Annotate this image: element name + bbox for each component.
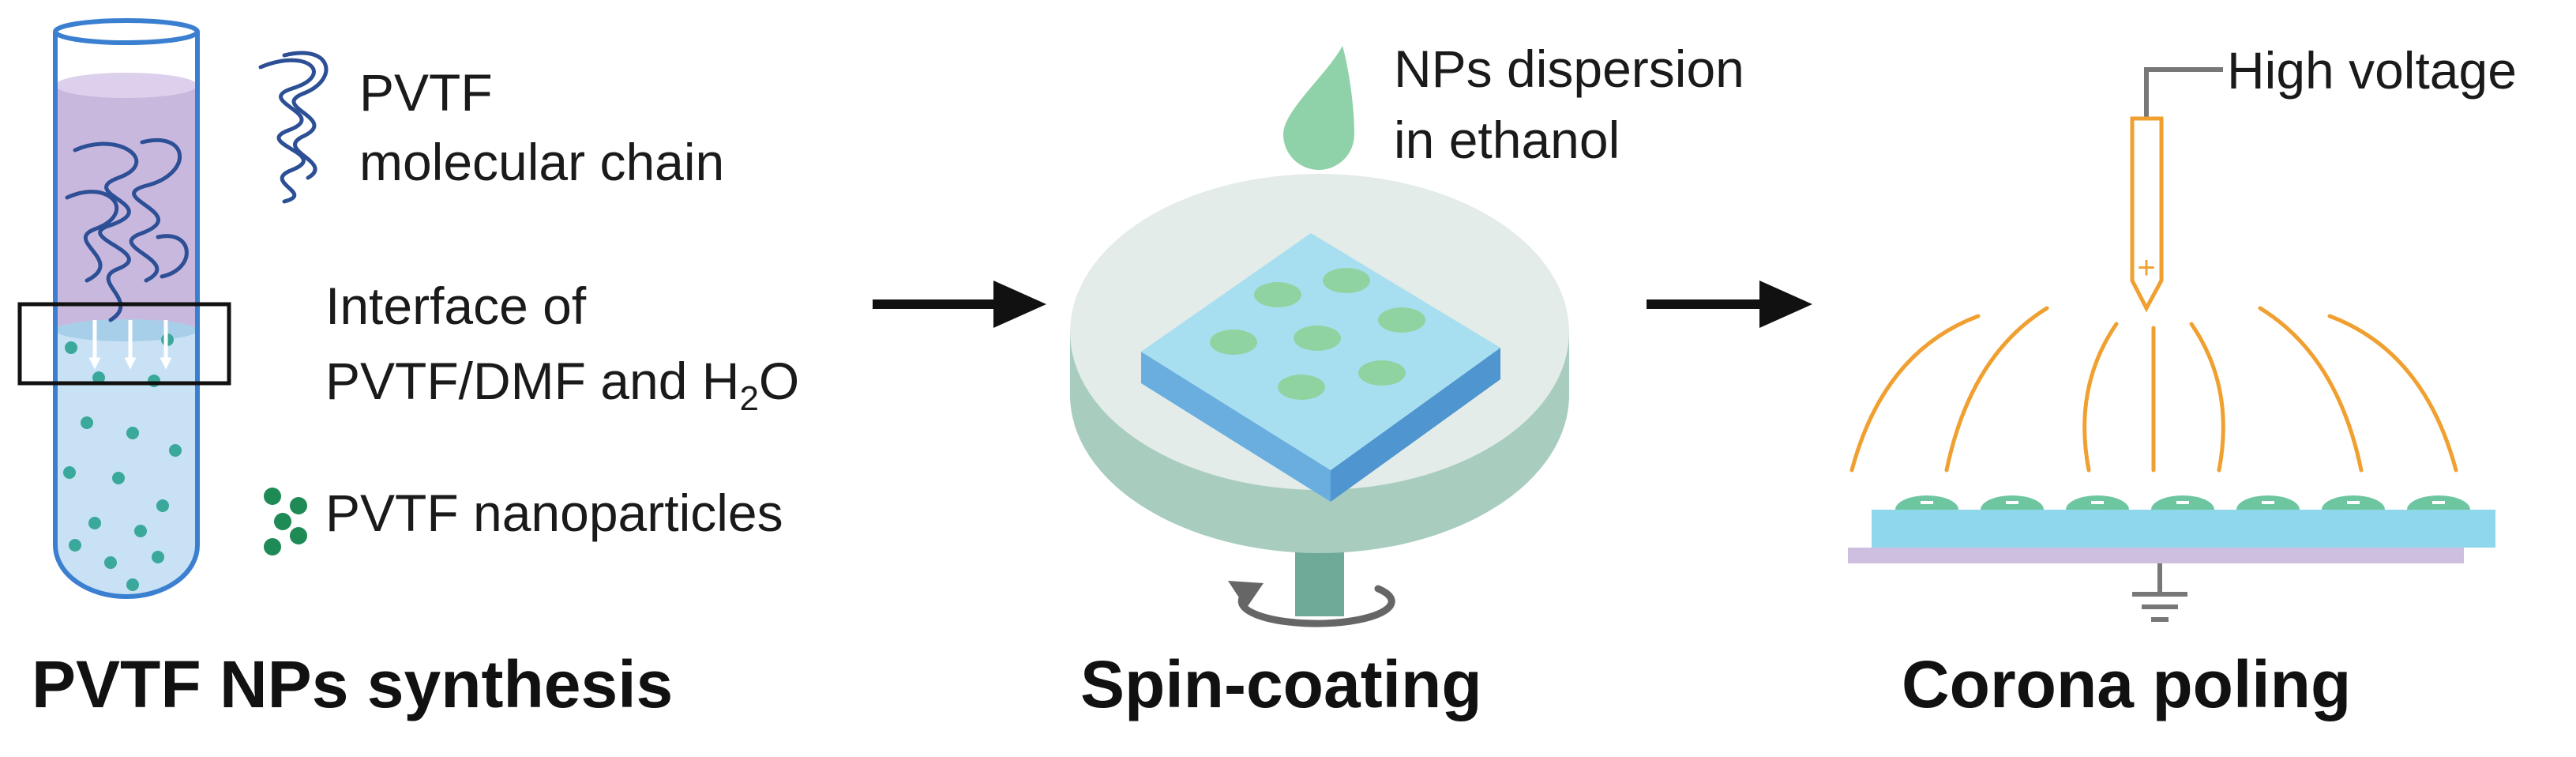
droplet-label-line1: NPs dispersion xyxy=(1394,40,1744,98)
interface-label-line2: PVTF/DMF and H2O xyxy=(325,352,799,418)
interface-label-line1: Interface of xyxy=(325,277,587,335)
coated-nanoparticles xyxy=(1210,268,1425,400)
electrode-wire xyxy=(2144,67,2223,119)
panel-synthesis: PVTF molecular chain Interface of PVTF/D… xyxy=(17,18,799,721)
chain-legend-line1: PVTF xyxy=(359,63,493,122)
step-arrow-1 xyxy=(873,281,1046,328)
corona-poling-title: Corona poling xyxy=(1902,647,2351,721)
diffusion-arrows xyxy=(88,320,172,370)
interface-label-subscript: 2 xyxy=(739,379,758,418)
step-arrow-2 xyxy=(1647,281,1812,328)
nanoparticle-cluster-icon xyxy=(264,488,307,556)
panel-spin-coating: NPs dispersion in ethanol xyxy=(1070,40,1744,721)
electrode-needle-icon xyxy=(2130,116,2164,313)
nanoparticle-legend: PVTF nanoparticles xyxy=(325,484,783,542)
ground-symbol-icon xyxy=(2132,563,2187,622)
interface-label-main: PVTF/DMF and H xyxy=(325,352,739,410)
polymer-chains-in-tube xyxy=(65,138,189,322)
high-voltage-label: High voltage xyxy=(2227,41,2517,100)
test-tube-icon xyxy=(53,18,200,599)
interface-highlight-box xyxy=(17,302,231,386)
synthesis-title: PVTF NPs synthesis xyxy=(32,647,673,721)
chain-legend-line2: molecular chain xyxy=(359,133,724,191)
nanoparticles-in-tube xyxy=(63,333,182,591)
electrode-sign: + xyxy=(2137,250,2155,285)
spin-coater xyxy=(1070,174,1569,627)
interface-label-suffix: O xyxy=(759,352,799,410)
droplet-label-line2: in ethanol xyxy=(1394,111,1620,169)
poling-film xyxy=(1872,510,2495,548)
substrate-side-left xyxy=(1141,352,1331,502)
substrate-top xyxy=(1141,233,1500,470)
corona-field-lines xyxy=(1849,306,2458,473)
polymer-chain-icon xyxy=(258,51,329,204)
poling-base xyxy=(1848,548,2464,563)
spin-coating-title: Spin-coating xyxy=(1080,647,1482,721)
rotation-arrow-icon xyxy=(1228,581,1395,627)
poled-nanoparticles xyxy=(1895,495,2470,510)
droplet-icon xyxy=(1283,46,1354,170)
panel-corona-poling: High voltage + xyxy=(1848,41,2517,721)
substrate-side-right xyxy=(1331,348,1500,502)
